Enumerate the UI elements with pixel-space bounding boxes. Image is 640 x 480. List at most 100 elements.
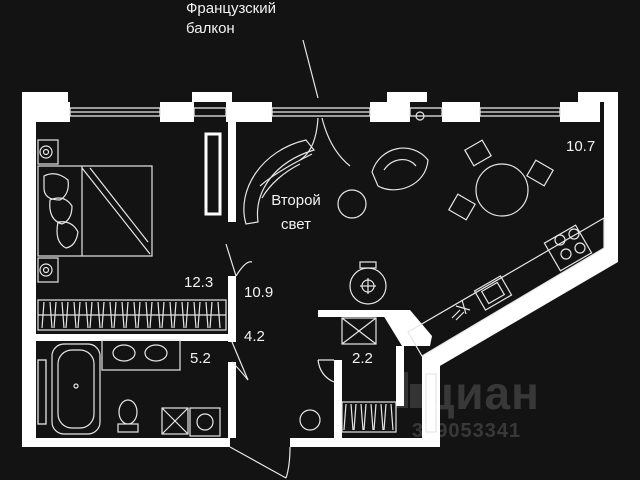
cooktop — [543, 224, 593, 272]
dining-table — [475, 163, 529, 217]
room-area-hall: 10.9 — [244, 284, 274, 301]
wall-bath-top — [36, 334, 236, 341]
lamp-bottom — [39, 263, 53, 277]
hanger-mark — [157, 301, 161, 329]
wall-top-mid3 — [370, 102, 410, 122]
hanger-mark — [85, 301, 89, 329]
washing-machine — [189, 407, 221, 437]
hanger-mark — [383, 403, 387, 431]
pier-4 — [578, 92, 618, 102]
window-4 — [409, 107, 443, 117]
balcony-door-arc-right — [321, 117, 351, 167]
wall-bottom-right — [290, 438, 440, 447]
chair-3 — [448, 193, 476, 221]
wall-bedroom-lower — [228, 276, 236, 342]
watermark-word: циан — [426, 367, 540, 419]
pier-1 — [22, 92, 68, 102]
wall-top-mid1 — [160, 102, 194, 122]
room-area-bathroom: 5.2 — [190, 350, 211, 367]
hanger-mark — [109, 301, 113, 329]
lamp-top-core — [42, 148, 50, 156]
toilet-bowl — [118, 399, 138, 425]
hanger-mark — [370, 403, 374, 431]
bed-pillow-bottom — [56, 221, 79, 249]
wall-diagonal — [422, 248, 618, 370]
hanger-mark — [53, 301, 57, 329]
bathtub — [51, 343, 101, 435]
hanger-mark — [145, 301, 149, 329]
furniture — [37, 39, 605, 479]
hanger-mark — [343, 403, 347, 431]
bathtub-inner — [57, 349, 95, 429]
sofa — [243, 139, 316, 225]
burner-2 — [568, 228, 580, 240]
hanger-mark — [209, 301, 213, 329]
hanger-mark — [113, 301, 117, 329]
burner-1 — [554, 234, 566, 246]
cian-logo-icon — [396, 372, 422, 408]
pier-2 — [192, 92, 232, 102]
armchair-seat — [383, 159, 417, 171]
washing-machine-drum — [196, 413, 214, 431]
wall-bath-right — [228, 362, 236, 438]
sink-right — [144, 344, 168, 362]
hanger-mark — [65, 301, 69, 329]
wall-top-mid4 — [442, 102, 480, 122]
hanger-mark — [169, 301, 173, 329]
side-table — [415, 111, 425, 121]
hanger-mark — [181, 301, 185, 329]
hanger-mark — [353, 403, 357, 431]
kitchen-sink-basin — [480, 281, 506, 305]
hanger-mark — [73, 301, 77, 329]
sofa-ottoman — [337, 189, 367, 219]
hanger-mark — [363, 403, 367, 431]
armchair — [371, 147, 429, 191]
bathtub-drain — [73, 383, 79, 389]
lamp-bottom-core — [42, 266, 50, 274]
bed-blanket — [81, 167, 151, 255]
wall-wc-top — [318, 310, 386, 317]
hanger-mark — [185, 301, 189, 329]
burner-4 — [574, 242, 586, 254]
bath-box-1 — [161, 407, 189, 435]
hanger-mark — [193, 301, 197, 329]
wall-top-right — [560, 102, 600, 122]
hanger-mark — [125, 301, 129, 329]
hanger-mark — [97, 301, 101, 329]
second-light-line-1: Второй — [271, 192, 321, 209]
hanger-mark — [390, 403, 394, 431]
hanger-mark — [380, 403, 384, 431]
hanger-mark — [217, 301, 221, 329]
hanger-mark — [101, 301, 105, 329]
hanger-mark — [360, 403, 364, 431]
room-area-bedroom: 12.3 — [184, 274, 214, 291]
room-area-corridor: 4.2 — [244, 328, 265, 345]
nightstand-bottom — [37, 257, 59, 283]
hanger-mark — [161, 301, 165, 329]
annotation-line-1: Французский — [186, 0, 276, 17]
door-wc — [317, 359, 335, 383]
wc-box — [341, 317, 377, 345]
annotation-line-2: балкон — [186, 20, 235, 37]
annotation-leader — [302, 39, 319, 99]
bed-pillow-mid — [49, 197, 73, 225]
kitchen-sink — [473, 275, 513, 311]
door-bedroom — [225, 243, 253, 277]
hanger-mark — [49, 301, 53, 329]
chair-1 — [464, 139, 492, 167]
hanger-mark — [173, 301, 177, 329]
kitchen-counter — [407, 216, 605, 357]
room-area-wc: 2.2 — [352, 350, 373, 367]
bed-pillow-top — [43, 173, 69, 201]
wc-washbasin — [299, 409, 321, 431]
column — [204, 132, 222, 216]
vanity — [101, 339, 181, 371]
balcony-door-arc-left — [299, 117, 319, 161]
wall-wc-left — [334, 360, 342, 438]
kitchen-corner-unit — [451, 299, 471, 321]
watermark-listing-id: 319053341 — [412, 420, 522, 442]
hanger-mark — [121, 301, 125, 329]
chair-2 — [526, 159, 554, 187]
wall-top-mid2 — [226, 102, 272, 122]
